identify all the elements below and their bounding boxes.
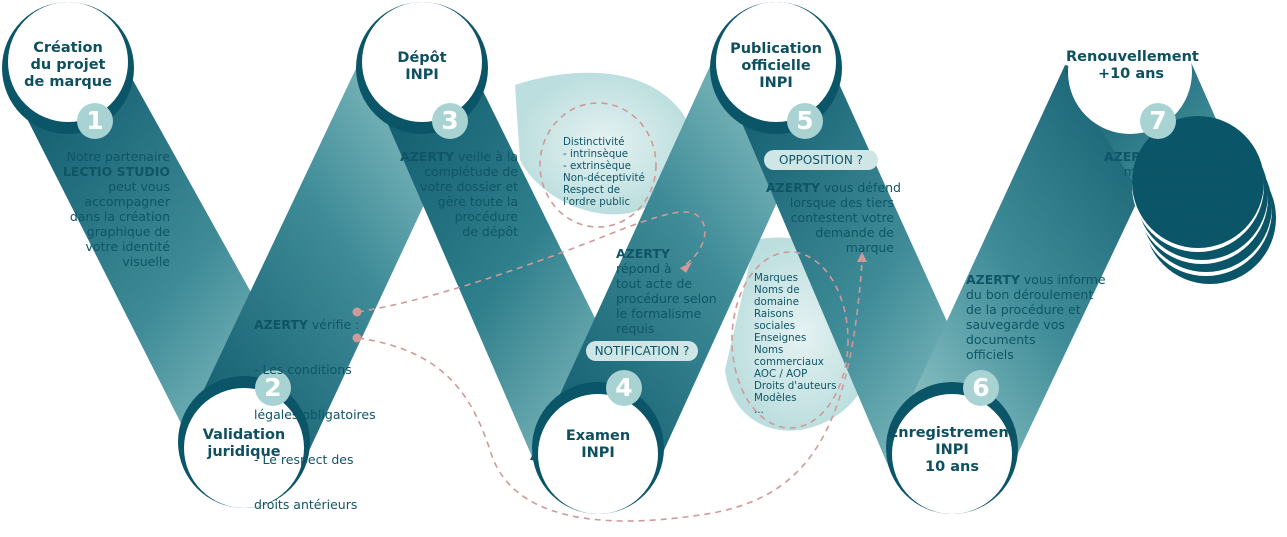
band-6-7 bbox=[885, 65, 1190, 470]
arrow-criteria bbox=[357, 211, 706, 313]
criteria-note: Distinctivité - intrinsèque - extrinsèqu… bbox=[563, 136, 645, 208]
step-3-circle bbox=[362, 2, 482, 122]
blob-examen bbox=[515, 72, 692, 215]
arrow-ends bbox=[352, 252, 867, 343]
step-1-number-badge: 1 bbox=[77, 103, 113, 139]
step-6-description: AZERTY vous informe du bon déroulement d… bbox=[966, 272, 1106, 362]
step-5-description: AZERTY vous défend lorsque des tiers con… bbox=[766, 180, 901, 255]
step-2-circle bbox=[184, 388, 304, 508]
prior-rights-note: Marques Noms de domaine Raisons sociales… bbox=[754, 272, 837, 416]
dot-conditions bbox=[352, 307, 362, 317]
rights-dashed-ellipse bbox=[731, 251, 849, 429]
criteria-dashed-circle bbox=[539, 102, 657, 228]
notification-pill: NOTIFICATION ? bbox=[586, 341, 698, 361]
opposition-pill: OPPOSITION ? bbox=[764, 150, 878, 170]
step-1-description: Notre partenaire LECTIO STUDIO peut vous… bbox=[62, 149, 170, 269]
dashed-connectors bbox=[357, 102, 863, 522]
step-4-circle bbox=[538, 394, 658, 514]
step-4-description: AZERTY répond à tout acte de procédure s… bbox=[616, 246, 717, 336]
step-1-circle bbox=[8, 2, 128, 122]
step-3-description: AZERTY veille à la complétude de votre d… bbox=[400, 149, 518, 239]
arrowhead-5 bbox=[857, 252, 867, 262]
step-4-number-badge: 4 bbox=[606, 370, 642, 406]
step-5-number-badge: 5 bbox=[787, 103, 823, 139]
step-6-circle bbox=[892, 394, 1012, 514]
step-7-description: AZERTY inscrit votre marque dans son log… bbox=[1104, 149, 1237, 239]
dot-rights bbox=[352, 333, 362, 343]
arrowhead-4 bbox=[680, 262, 692, 273]
step-6-number-badge: 6 bbox=[963, 370, 999, 406]
step-3-number-badge: 3 bbox=[432, 103, 468, 139]
step-7-number-badge: 7 bbox=[1140, 103, 1176, 139]
step-2-description: AZERTY vérifie : - Les conditions légale… bbox=[254, 317, 376, 512]
step-2-number-badge: 2 bbox=[255, 370, 291, 406]
step-7-title: Renouvellement+10 ans bbox=[1066, 49, 1199, 82]
end-stack bbox=[1132, 116, 1276, 284]
step-5-circle bbox=[716, 2, 836, 122]
step-circles bbox=[2, 2, 1192, 514]
